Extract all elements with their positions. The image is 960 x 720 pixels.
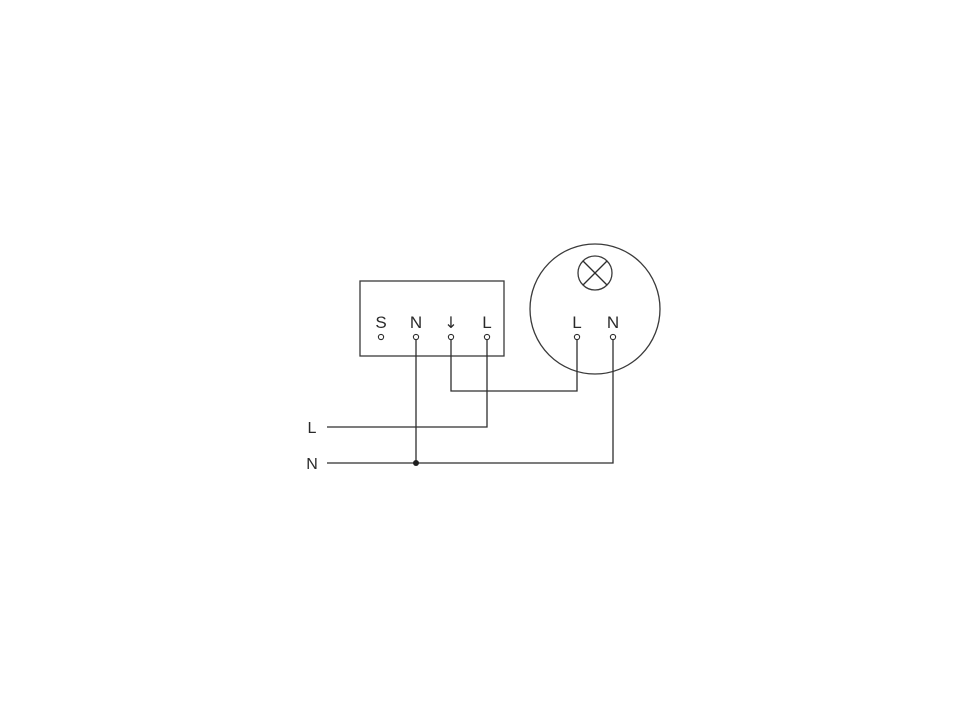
switch-terminal-output xyxy=(447,333,455,341)
wire-line-to-switch xyxy=(327,340,488,428)
switch-terminal-label-output-arrow: ↓ xyxy=(444,313,457,332)
wire-neutral-to-lamp xyxy=(327,340,614,464)
switch-terminal-l xyxy=(483,333,491,341)
switch-box-outline xyxy=(359,280,505,357)
switch-terminal-n xyxy=(412,333,420,341)
switch-terminal-label-s: S xyxy=(375,313,386,332)
switch-terminal-label-n: N xyxy=(410,313,422,332)
lamp-fixture-outline xyxy=(529,243,661,375)
lamp-fixture: L N xyxy=(529,243,661,375)
lamp-terminal-n xyxy=(609,333,617,341)
switch-terminal-s xyxy=(377,333,385,341)
supply-neutral-label: N xyxy=(306,456,318,473)
lamp-icon xyxy=(577,255,613,291)
wires xyxy=(327,340,614,466)
supply-line-label: L xyxy=(308,420,317,437)
switch-terminal-label-l: L xyxy=(482,313,491,332)
neutral-junction-dot xyxy=(413,460,419,466)
lamp-terminal-l xyxy=(573,333,581,341)
lamp-terminal-label-n: N xyxy=(607,313,619,332)
terminals xyxy=(377,333,617,341)
switch-box: S N ↓ L xyxy=(359,280,505,357)
wire-switched-output-to-lamp xyxy=(450,340,578,392)
lamp-terminal-label-l: L xyxy=(572,313,581,332)
